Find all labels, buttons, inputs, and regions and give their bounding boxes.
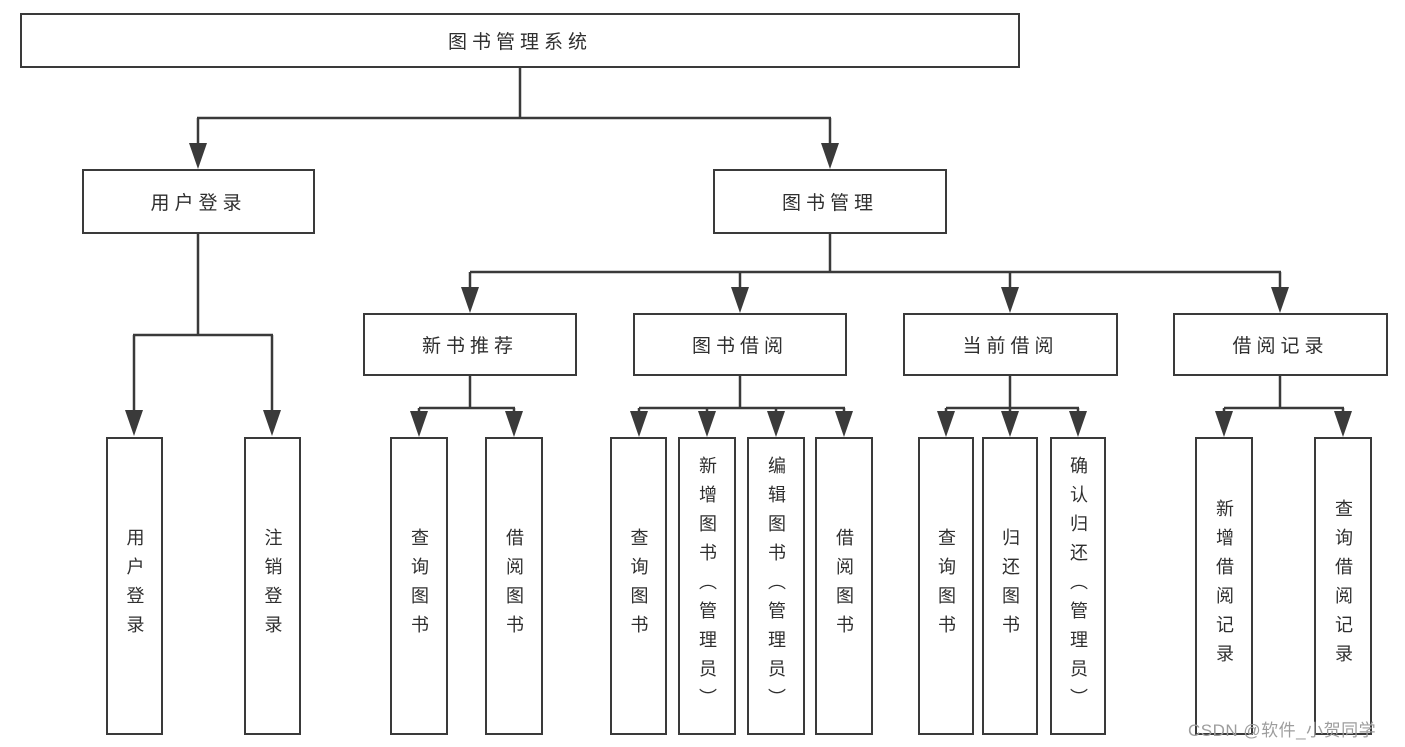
leaf-logout-login: 注销登录 — [244, 437, 301, 735]
node-label: 查询借阅记录 — [1333, 499, 1353, 673]
node-label: 用户登录 — [124, 528, 145, 644]
node-borrowing-records: 借阅记录 — [1173, 313, 1388, 376]
node-label: 借阅图书 — [504, 528, 524, 644]
node-label: 查询图书 — [936, 528, 956, 644]
node-label: 当前借阅 — [962, 336, 1059, 357]
leaf-borrowing-add-book-admin: 新增图书（管理员） — [678, 437, 736, 735]
node-user-login: 用户登录 — [82, 169, 315, 234]
node-label: 用户登录 — [150, 193, 247, 214]
node-label: 新增借阅记录 — [1214, 499, 1234, 673]
leaf-borrowing-query-books: 查询图书 — [610, 437, 667, 735]
node-label: 确认归还（管理员） — [1068, 455, 1088, 717]
node-book-borrowing: 图书借阅 — [633, 313, 847, 376]
node-label: 图书借阅 — [691, 336, 788, 357]
node-label: 图书管理系统 — [447, 32, 592, 53]
leaf-records-query-borrow-record: 查询借阅记录 — [1314, 437, 1372, 735]
node-label: 新书推荐 — [421, 336, 518, 357]
node-label: 图书管理 — [781, 193, 878, 214]
node-label: 编辑图书（管理员） — [766, 455, 786, 717]
leaf-borrowing-edit-book-admin: 编辑图书（管理员） — [747, 437, 805, 735]
leaf-recommend-borrow-books: 借阅图书 — [485, 437, 543, 735]
leaf-borrowing-borrow-books: 借阅图书 — [815, 437, 873, 735]
leaf-recommend-query-books: 查询图书 — [390, 437, 448, 735]
leaf-current-confirm-return-admin: 确认归还（管理员） — [1050, 437, 1106, 735]
node-label: 归还图书 — [1000, 528, 1020, 644]
node-label: 借阅图书 — [834, 528, 854, 644]
csdn-watermark: CSDN @软件_小贺同学 — [1188, 721, 1377, 740]
node-label: 借阅记录 — [1232, 336, 1329, 357]
node-book-management: 图书管理 — [713, 169, 947, 234]
node-label: 查询图书 — [628, 528, 649, 644]
node-new-book-recommendation: 新书推荐 — [363, 313, 577, 376]
leaf-current-query-books: 查询图书 — [918, 437, 974, 735]
leaf-user-login: 用户登录 — [106, 437, 163, 735]
node-current-borrowing: 当前借阅 — [903, 313, 1118, 376]
leaf-current-return-books: 归还图书 — [982, 437, 1038, 735]
leaf-records-add-borrow-record: 新增借阅记录 — [1195, 437, 1253, 735]
node-label: 新增图书（管理员） — [697, 455, 717, 717]
node-label: 注销登录 — [262, 528, 283, 644]
node-label: 查询图书 — [409, 528, 429, 644]
node-library-management-system: 图书管理系统 — [20, 13, 1020, 68]
